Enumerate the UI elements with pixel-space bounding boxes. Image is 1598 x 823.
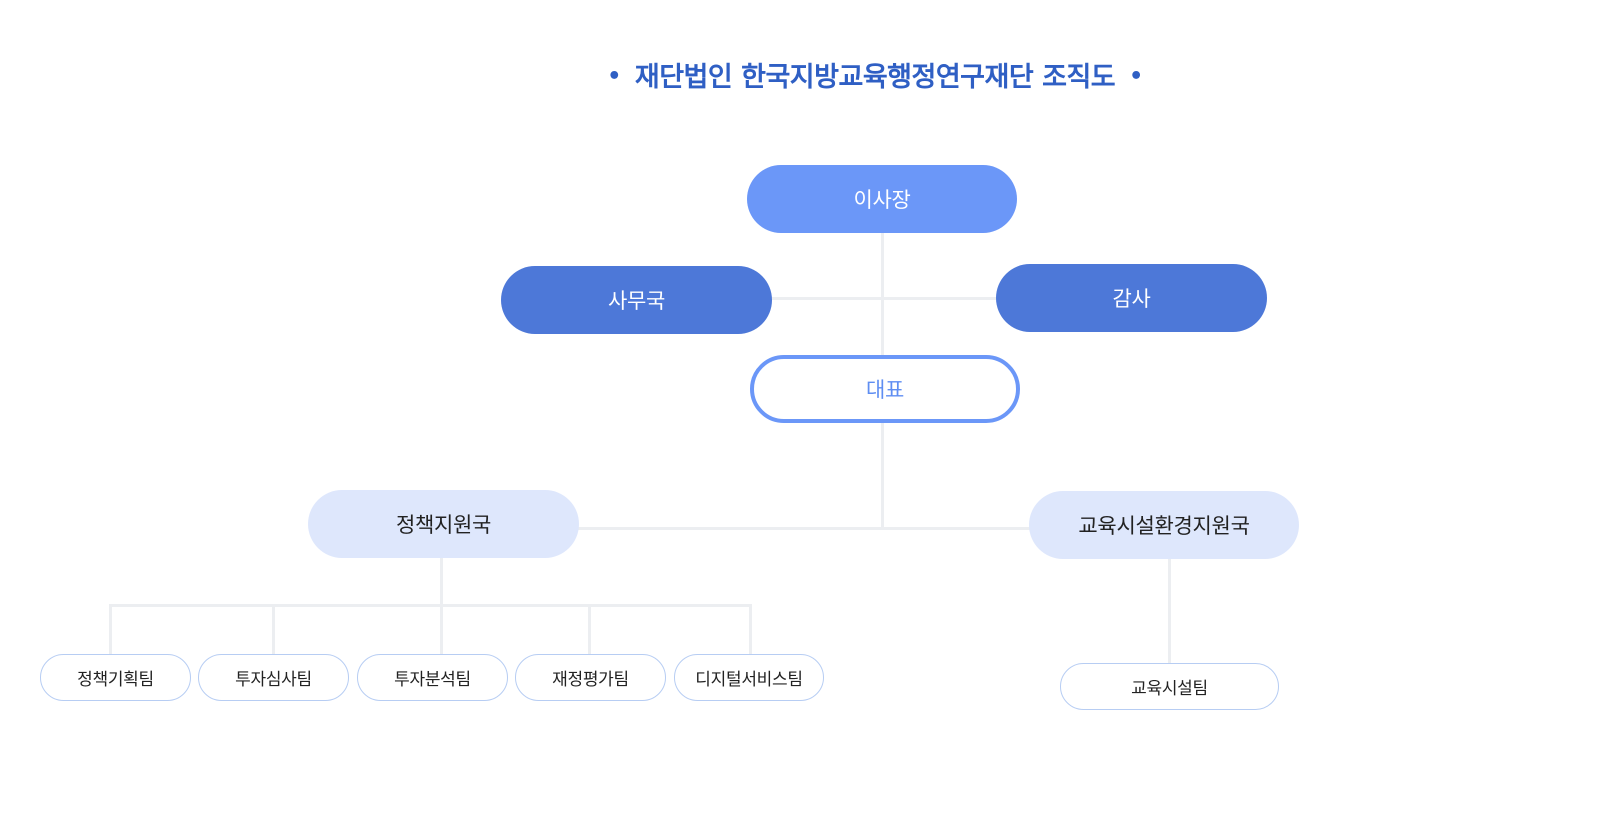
department-education-facility: 교육시설환경지원국 (1029, 491, 1299, 559)
team-investment-review: 투자심사팀 (198, 654, 349, 701)
connector-team-5 (749, 604, 752, 654)
connector-team-1 (109, 604, 112, 654)
title-text: 재단법인 한국지방교육행정연구재단 조직도 (634, 62, 1116, 93)
connector-team-4 (588, 604, 591, 654)
chart-title: • 재단법인 한국지방교육행정연구재단 조직도 • (0, 55, 1598, 94)
connector-facility-dept-down (1168, 558, 1171, 663)
team-fiscal-evaluation: 재정평가팀 (515, 654, 666, 701)
connector-team-bar (109, 604, 752, 607)
title-bullet-left: • (607, 64, 621, 89)
connector-team-3 (440, 604, 443, 654)
connector-staff-horizontal (771, 297, 997, 300)
chairman-node: 이사장 (747, 165, 1017, 233)
department-policy-support: 정책지원국 (308, 490, 579, 558)
title-bullet-right: • (1129, 64, 1143, 89)
connector-team-2 (272, 604, 275, 654)
secretariat-node: 사무국 (501, 266, 772, 334)
connector-department-bar (578, 527, 1030, 530)
team-policy-planning: 정책기획팀 (40, 654, 191, 701)
team-digital-service: 디지털서비스팀 (674, 654, 824, 701)
team-investment-analysis: 투자분석팀 (357, 654, 508, 701)
ceo-node: 대표 (750, 355, 1020, 423)
connector-policy-dept-down (440, 558, 443, 606)
team-education-facility: 교육시설팀 (1060, 663, 1279, 710)
auditor-node: 감사 (996, 264, 1267, 332)
